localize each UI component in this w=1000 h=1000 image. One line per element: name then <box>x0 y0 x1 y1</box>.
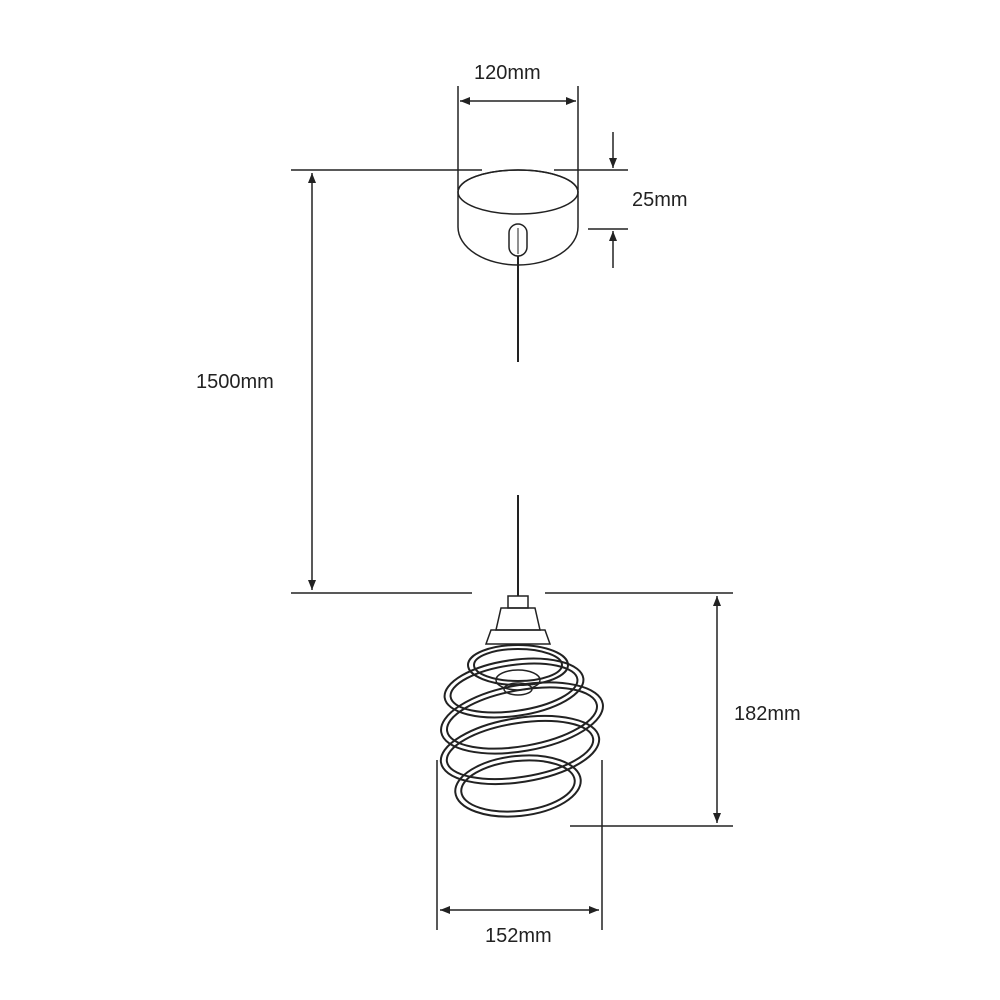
canopy-height-label: 25mm <box>632 189 688 211</box>
cable-length-dimension <box>291 169 482 594</box>
shade-height-label: 182mm <box>734 703 801 725</box>
shade-height-dimension <box>545 592 733 827</box>
shade-width-dimension <box>436 760 603 930</box>
canopy-width-dimension <box>457 86 579 190</box>
canopy <box>457 169 579 266</box>
spiral-shade <box>439 644 604 818</box>
canopy-width-label: 120mm <box>474 62 541 84</box>
cable-length-label: 1500mm <box>196 371 274 393</box>
canopy-height-dimension <box>554 132 628 268</box>
shade-width-label: 152mm <box>485 925 552 947</box>
